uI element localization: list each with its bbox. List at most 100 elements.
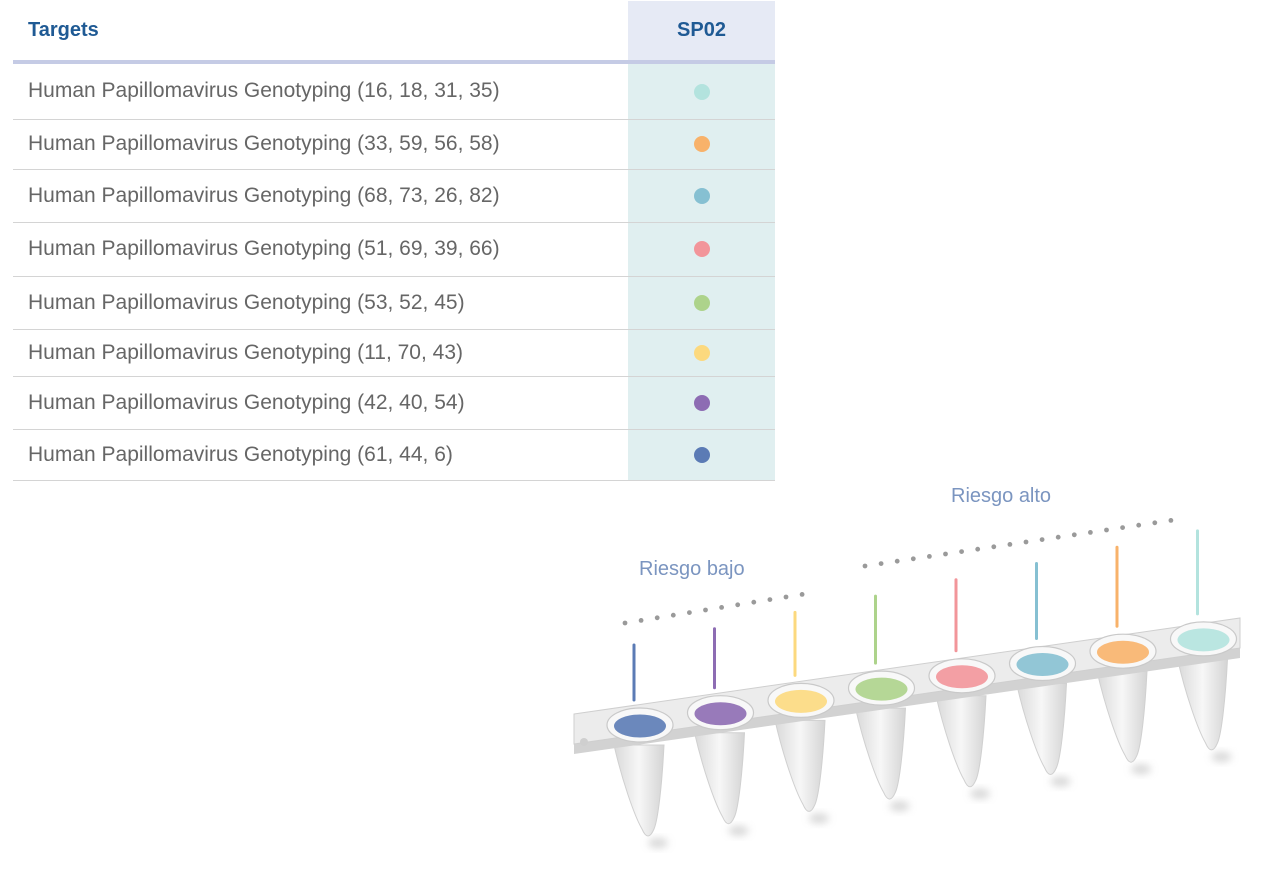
high-risk-label: Riesgo alto xyxy=(951,485,1051,507)
tube-shadow xyxy=(648,838,668,848)
target-cell: Human Papillomavirus Genotyping (42, 40,… xyxy=(13,376,628,430)
color-dot xyxy=(693,394,710,411)
high-risk-dot xyxy=(1120,525,1125,530)
tube-body xyxy=(1096,670,1148,763)
panel-cell xyxy=(628,119,775,170)
low-risk-dot xyxy=(719,605,724,610)
tube-liquid xyxy=(855,677,908,701)
tube-shadows xyxy=(648,751,1232,848)
high-risk-dot xyxy=(1055,534,1061,540)
high-risk-dot xyxy=(1136,522,1142,528)
low-risk-dot xyxy=(670,612,676,618)
color-dot xyxy=(693,294,710,311)
high-risk-dot xyxy=(1104,527,1109,533)
tube-body xyxy=(935,695,987,788)
high-risk-dot xyxy=(991,544,997,550)
table-body: Human Papillomavirus Genotyping (16, 18,… xyxy=(13,62,775,481)
tube-liquid xyxy=(1016,653,1069,676)
color-dot xyxy=(693,136,710,153)
tube-liquid xyxy=(694,702,747,726)
header-targets: Targets xyxy=(13,1,628,64)
panel-cell xyxy=(628,276,775,330)
high-risk-dot xyxy=(1071,532,1077,538)
high-risk-dot xyxy=(1152,520,1158,526)
target-cell: Human Papillomavirus Genotyping (33, 59,… xyxy=(13,119,628,170)
tube-shadow xyxy=(1131,764,1151,775)
tube-shadow xyxy=(728,825,749,836)
tube-body xyxy=(1176,658,1229,751)
high-risk-dot xyxy=(1168,518,1174,523)
panel-cell xyxy=(628,62,775,120)
target-cell: Human Papillomavirus Genotyping (61, 44,… xyxy=(13,429,628,481)
table-row: Human Papillomavirus Genotyping (42, 40,… xyxy=(13,376,775,430)
table-row: Human Papillomavirus Genotyping (11, 70,… xyxy=(13,329,775,377)
target-cell: Human Papillomavirus Genotyping (11, 70,… xyxy=(13,329,628,377)
high-risk-dot xyxy=(975,546,981,552)
low-risk-dot xyxy=(638,618,644,623)
high-risk-dot xyxy=(1088,530,1093,535)
table-row: Human Papillomavirus Genotyping (61, 44,… xyxy=(13,429,775,481)
tube-wells xyxy=(606,621,1238,743)
tube-liquid xyxy=(936,665,988,689)
color-dot xyxy=(693,446,710,463)
tube-shadow xyxy=(970,788,990,799)
pcr-tube-strip-illustration: Riesgo bajo Riesgo alto xyxy=(573,485,1241,848)
tube-body xyxy=(1015,683,1068,775)
target-cell: Human Papillomavirus Genotyping (68, 73,… xyxy=(13,169,628,223)
color-stems xyxy=(632,529,1199,702)
low-risk-dot xyxy=(654,615,660,621)
color-dot xyxy=(693,344,710,361)
high-risk-dot xyxy=(1039,537,1045,542)
high-risk-dot xyxy=(1007,542,1013,547)
low-risk-dot xyxy=(799,592,805,597)
color-dot xyxy=(693,241,710,258)
tube-shadow xyxy=(889,801,910,812)
panel-cell xyxy=(628,376,775,430)
panel-cell xyxy=(628,222,775,277)
panel-cell xyxy=(628,169,775,223)
table-row: Human Papillomavirus Genotyping (51, 69,… xyxy=(13,222,775,277)
high-risk-dot xyxy=(878,561,884,566)
table-row: Human Papillomavirus Genotyping (53, 52,… xyxy=(13,276,775,330)
target-cell: Human Papillomavirus Genotyping (51, 69,… xyxy=(13,222,628,277)
tube-liquid xyxy=(1097,640,1149,664)
target-cell: Human Papillomavirus Genotyping (16, 18,… xyxy=(13,62,628,120)
tube-shadow xyxy=(1211,751,1232,762)
table-row: Human Papillomavirus Genotyping (16, 18,… xyxy=(13,62,775,120)
panel-cell xyxy=(628,329,775,377)
low-risk-label: Riesgo bajo xyxy=(639,558,745,580)
table-row: Human Papillomavirus Genotyping (33, 59,… xyxy=(13,119,775,170)
high-risk-dot xyxy=(862,563,868,569)
low-risk-dot xyxy=(751,599,757,605)
tube-liquid xyxy=(775,689,827,713)
color-dot xyxy=(693,83,710,100)
low-risk-dot xyxy=(622,620,628,626)
low-risk-dot xyxy=(703,607,708,613)
tube-body xyxy=(693,732,746,825)
header-panel: SP02 xyxy=(628,1,775,64)
color-dot xyxy=(693,187,710,204)
high-risk-dot xyxy=(927,554,932,559)
tube-shadow xyxy=(809,813,829,824)
high-risk-dot xyxy=(1023,539,1029,545)
tube-body xyxy=(613,744,665,837)
high-risk-dot xyxy=(959,549,964,554)
high-risk-dot xyxy=(894,558,900,564)
table-header-row: Targets SP02 xyxy=(13,1,775,64)
low-risk-dot xyxy=(767,597,773,602)
tube-liquid xyxy=(1177,628,1230,652)
high-risk-dot xyxy=(910,556,916,562)
tube-shadow xyxy=(1050,776,1071,787)
tube-body xyxy=(774,719,826,812)
panel-cell xyxy=(628,429,775,481)
low-risk-dot xyxy=(783,594,789,600)
tube-body xyxy=(854,707,907,800)
table-row: Human Papillomavirus Genotyping (68, 73,… xyxy=(13,169,775,223)
target-cell: Human Papillomavirus Genotyping (53, 52,… xyxy=(13,276,628,330)
high-risk-dot xyxy=(943,551,948,557)
tube-bodies xyxy=(613,658,1229,837)
low-risk-dot xyxy=(687,610,692,615)
targets-table: Targets SP02 Human Papillomavirus Genoty… xyxy=(13,1,775,481)
risk-dotted-lines xyxy=(622,518,1174,626)
tube-liquid xyxy=(614,714,666,738)
